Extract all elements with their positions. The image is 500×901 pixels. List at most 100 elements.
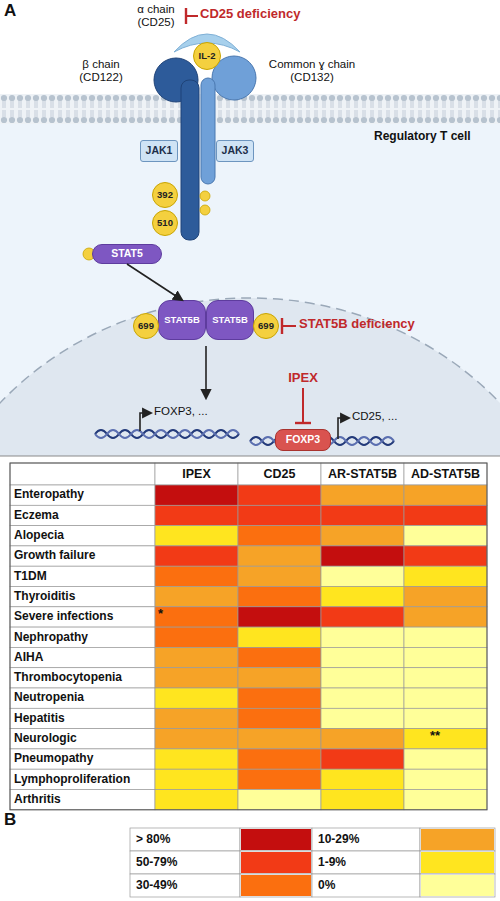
signal-arrow [205,346,207,398]
legend-text: > 80% [136,828,238,851]
heatmap-cell [404,526,487,546]
phosphosite-circle: 699 [253,313,279,339]
column-header: CD25 [238,463,321,485]
heatmap-cell [404,647,487,667]
legend-cell [240,874,312,897]
transcription-factor: FOXP3 [275,429,331,451]
heatmap-cell [155,769,238,789]
dna-strand [95,430,239,438]
row-label: Lymphoproliferation [14,769,153,789]
row-label-cell [10,566,155,586]
heatmap-cell [238,526,321,546]
row-label: T1DM [14,566,153,586]
legend-text: 50-79% [136,851,238,874]
table-border [10,463,487,810]
table-header-cell [155,463,238,485]
heatmap-cell [321,790,404,810]
heatmap-cell [155,627,238,647]
heatmap-cell [155,708,238,728]
heatmap-cell [155,546,238,566]
row-label: Thyroiditis [14,587,153,607]
heatmap-cell [321,587,404,607]
node-text: 699 [138,321,154,331]
heatmap-cell [238,607,321,627]
row-label-cell [10,708,155,728]
heatmap-cell [321,749,404,769]
footnote-mark: * [158,607,174,622]
heatmap-cell [155,607,238,627]
legend-cell [130,828,240,851]
cell-label: Regulatory T cell [374,130,498,148]
legend-swatch [421,829,494,850]
legend-cell [312,828,420,851]
heatmap-cell [321,485,404,505]
legend-cell [420,851,495,874]
heatmap-cell [155,485,238,505]
row-label: Thrombocytopenia [14,668,153,688]
row-label-cell [10,688,155,708]
heatmap-cell [155,526,238,546]
heatmap-cell [321,505,404,525]
node-text: JAK1 [146,145,173,156]
heatmap-cell [238,790,321,810]
row-label: AIHA [14,647,153,667]
stat5b-monomer: STAT5B [158,300,206,340]
node-text: STAT5B [164,315,200,325]
panel-divider [0,455,500,456]
row-label-cell [10,526,155,546]
heatmap-cell [404,485,487,505]
row-label-cell [10,587,155,607]
gene-label: CD25, ... [352,410,432,426]
deficiency-label: CD25 deficiency [200,7,340,25]
node-text: IL-2 [199,51,216,61]
heatmap-cell [404,566,487,586]
row-label: Eczema [14,505,153,525]
row-label-cell [10,668,155,688]
column-header: AD-STAT5B [404,463,487,485]
row-label-cell [10,749,155,769]
row-label: Alopecia [14,526,153,546]
signal-arrow [127,264,182,300]
inhibition-bar [281,318,283,334]
heatmap-cell [238,769,321,789]
heatmap-cell [321,627,404,647]
dna-strand [95,430,239,438]
row-label: Neurologic [14,729,153,749]
legend-cell [240,828,312,851]
stat5-protein: STAT5 [92,244,162,264]
legend-cell [312,851,420,874]
heatmap-cell [321,607,404,627]
row-label-cell [10,546,155,566]
transcription-arrow [140,413,151,431]
heatmap-cell [238,729,321,749]
node-text: JAK3 [222,145,249,156]
heatmap-cell [404,790,487,810]
row-label: Enteropathy [14,485,153,505]
table-header-cell [238,463,321,485]
heatmap-cell [238,627,321,647]
heatmap-cell [404,729,487,749]
node-text: STAT5 [111,248,143,259]
panel-letter: A [4,1,26,21]
deficiency-label: STAT5B deficiency [299,317,459,335]
legend-text: 0% [318,874,418,897]
heatmap-cell [321,566,404,586]
heatmap-cell [155,647,238,667]
cytokine-circle: IL-2 [193,42,221,70]
legend-cell [130,874,240,897]
heatmap-cell [404,627,487,647]
node-text: 699 [258,321,274,331]
kinase-box: JAK1 [140,140,178,162]
row-label: Hepatitis [14,708,153,728]
chain-label: β chain (CD122) [70,58,132,88]
heatmap-cell [321,729,404,749]
inhibition-line [302,388,304,423]
heatmap-cell [404,546,487,566]
gene-label: FOXP3, ... [154,405,234,421]
row-label-cell [10,647,155,667]
table-header-cell [10,463,155,485]
row-label: Neutropenia [14,688,153,708]
heatmap-cell [155,688,238,708]
legend-swatch [421,852,494,873]
